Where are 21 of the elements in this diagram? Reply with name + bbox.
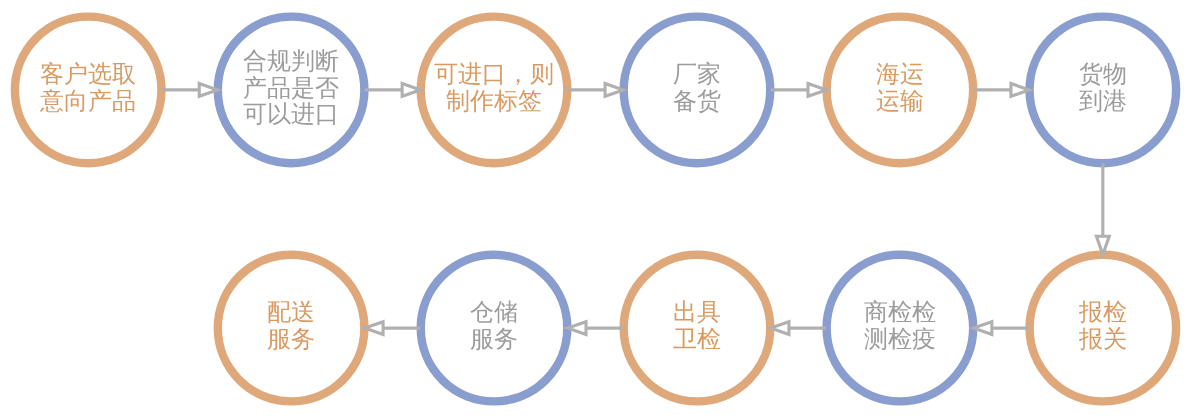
node-circle: 出具卫检 — [619, 250, 775, 406]
node-circle: 商检检测检疫 — [822, 250, 978, 406]
node-circle: 可进口，则制作标签 — [416, 12, 572, 168]
arrow — [567, 81, 629, 99]
arrow — [360, 319, 421, 337]
arrow — [770, 81, 832, 99]
arrow — [765, 319, 827, 337]
node-circle: 合规判断产品是否可以进口 — [213, 12, 369, 168]
arrow — [973, 81, 1034, 99]
arrow — [968, 319, 1030, 337]
node-circle: 仓储服务 — [416, 250, 572, 406]
node-circle: 报检报关 — [1025, 250, 1181, 406]
arrow — [161, 81, 223, 99]
node-circle: 海运运输 — [822, 12, 978, 168]
arrow — [563, 319, 624, 337]
arrow — [364, 81, 426, 99]
node-circle: 货物到港 — [1025, 12, 1181, 168]
node-circle: 厂家备货 — [619, 12, 775, 168]
node-circle: 客户选取意向产品 — [10, 12, 166, 168]
arrow — [1094, 163, 1112, 260]
node-circle: 配送服务 — [213, 250, 369, 406]
